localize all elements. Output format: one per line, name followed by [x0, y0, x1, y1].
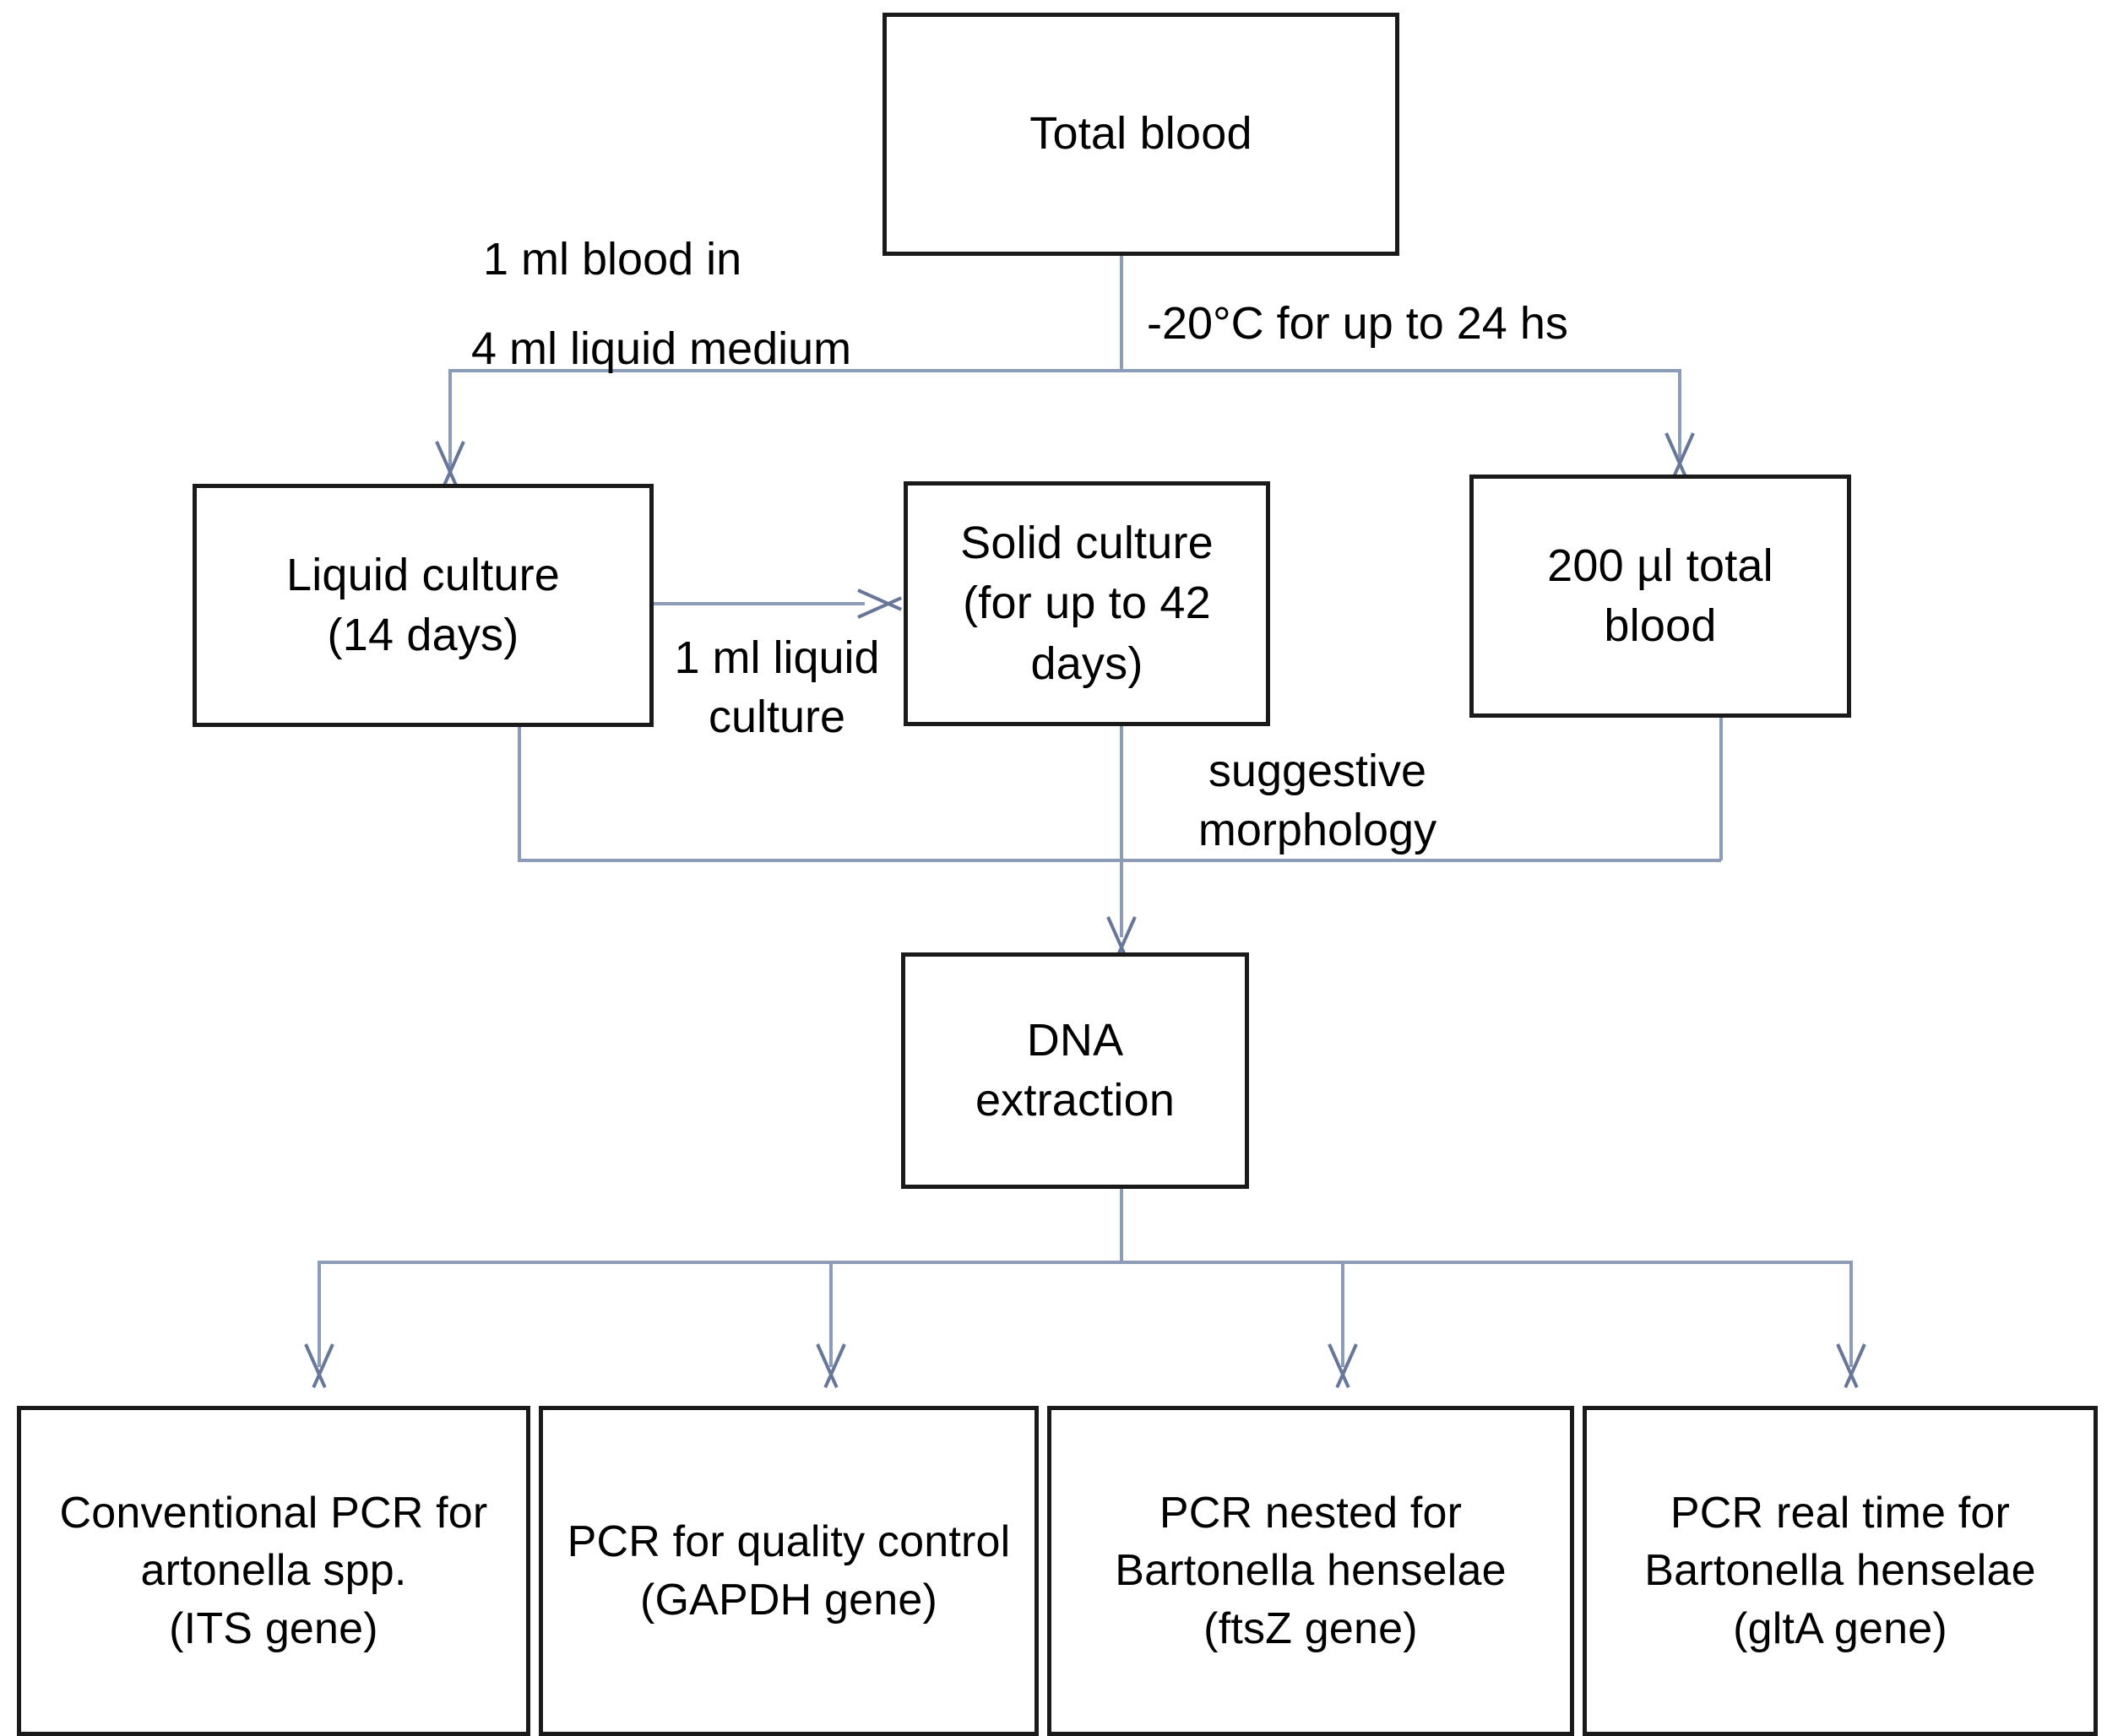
- connector-dna-stem: [1120, 1189, 1123, 1264]
- connector-split-bar-top: [448, 369, 1681, 372]
- node-pcr-real-time-label: PCR real time for Bartonella henselae (g…: [1644, 1488, 2036, 1653]
- connector-to-pcr-nested: [1341, 1261, 1344, 1367]
- connector-to-liquid-culture: [448, 369, 452, 469]
- connector-pcr-distribution-bar: [318, 1261, 1851, 1264]
- node-liquid-culture-label: Liquid culture (14 days): [285, 549, 560, 660]
- edge-label-solid-to-dna: suggestive morphology: [1197, 746, 1437, 856]
- arrowhead-liquid-to-solid: [858, 584, 900, 623]
- arrowhead-to-pcr-quality-control: [812, 1344, 850, 1386]
- connector-to-200ul-blood: [1678, 369, 1681, 462]
- node-pcr-nested[interactable]: PCR nested for Bartonella henselae (ftsZ…: [1047, 1406, 1574, 1736]
- edge-label-liquid-to-solid: 1 ml liquid culture: [674, 632, 880, 743]
- node-solid-culture[interactable]: Solid culture (for up to 42 days): [904, 481, 1270, 726]
- node-pcr-real-time[interactable]: PCR real time for Bartonella henselae (g…: [1583, 1406, 2098, 1736]
- connector-merge-bar: [518, 859, 1721, 862]
- edge-label-blood-to-200ul: -20°C for up to 24 hs: [1147, 298, 1568, 349]
- arrowhead-to-200ul-blood: [1660, 433, 1699, 475]
- connector-total-blood-stem: [1120, 256, 1123, 371]
- connector-solid-to-dna: [1120, 726, 1123, 937]
- arrowhead-to-liquid-culture: [431, 442, 470, 484]
- node-pcr-quality-control[interactable]: PCR for quality control (GAPDH gene): [539, 1406, 1039, 1736]
- connector-to-pcr-conventional: [318, 1261, 321, 1367]
- arrowhead-to-pcr-real-time: [1832, 1344, 1871, 1386]
- node-dna-extraction[interactable]: DNA extraction: [901, 952, 1249, 1189]
- node-liquid-culture[interactable]: Liquid culture (14 days): [193, 484, 654, 727]
- arrowhead-to-pcr-nested: [1323, 1344, 1362, 1386]
- node-total-blood[interactable]: Total blood: [882, 13, 1399, 256]
- connector-liquid-to-merge: [518, 727, 521, 860]
- connector-200ul-to-merge: [1719, 718, 1723, 860]
- node-pcr-nested-label: PCR nested for Bartonella henselae (ftsZ…: [1115, 1488, 1507, 1653]
- node-200ul-total-blood-label: 200 µl total blood: [1547, 540, 1773, 651]
- node-pcr-conventional[interactable]: Conventional PCR for artonella spp. (ITS…: [17, 1406, 530, 1736]
- edge-label-blood-to-liquid-line1: 1 ml blood in: [483, 234, 742, 285]
- node-200ul-total-blood[interactable]: 200 µl total blood: [1469, 475, 1851, 718]
- arrowhead-to-pcr-conventional: [300, 1344, 339, 1386]
- edge-label-blood-to-liquid-line2: 4 ml liquid medium: [471, 323, 852, 374]
- connector-to-pcr-real-time: [1849, 1261, 1853, 1367]
- connector-to-pcr-quality-control: [829, 1261, 833, 1367]
- connector-liquid-to-solid: [654, 602, 865, 605]
- node-pcr-conventional-label: Conventional PCR for artonella spp. (ITS…: [59, 1488, 488, 1653]
- node-solid-culture-label: Solid culture (for up to 42 days): [960, 518, 1214, 689]
- node-dna-extraction-label: DNA extraction: [975, 1014, 1176, 1126]
- node-pcr-quality-control-label: PCR for quality control (GAPDH gene): [567, 1516, 1011, 1625]
- node-total-blood-label: Total blood: [1029, 108, 1252, 160]
